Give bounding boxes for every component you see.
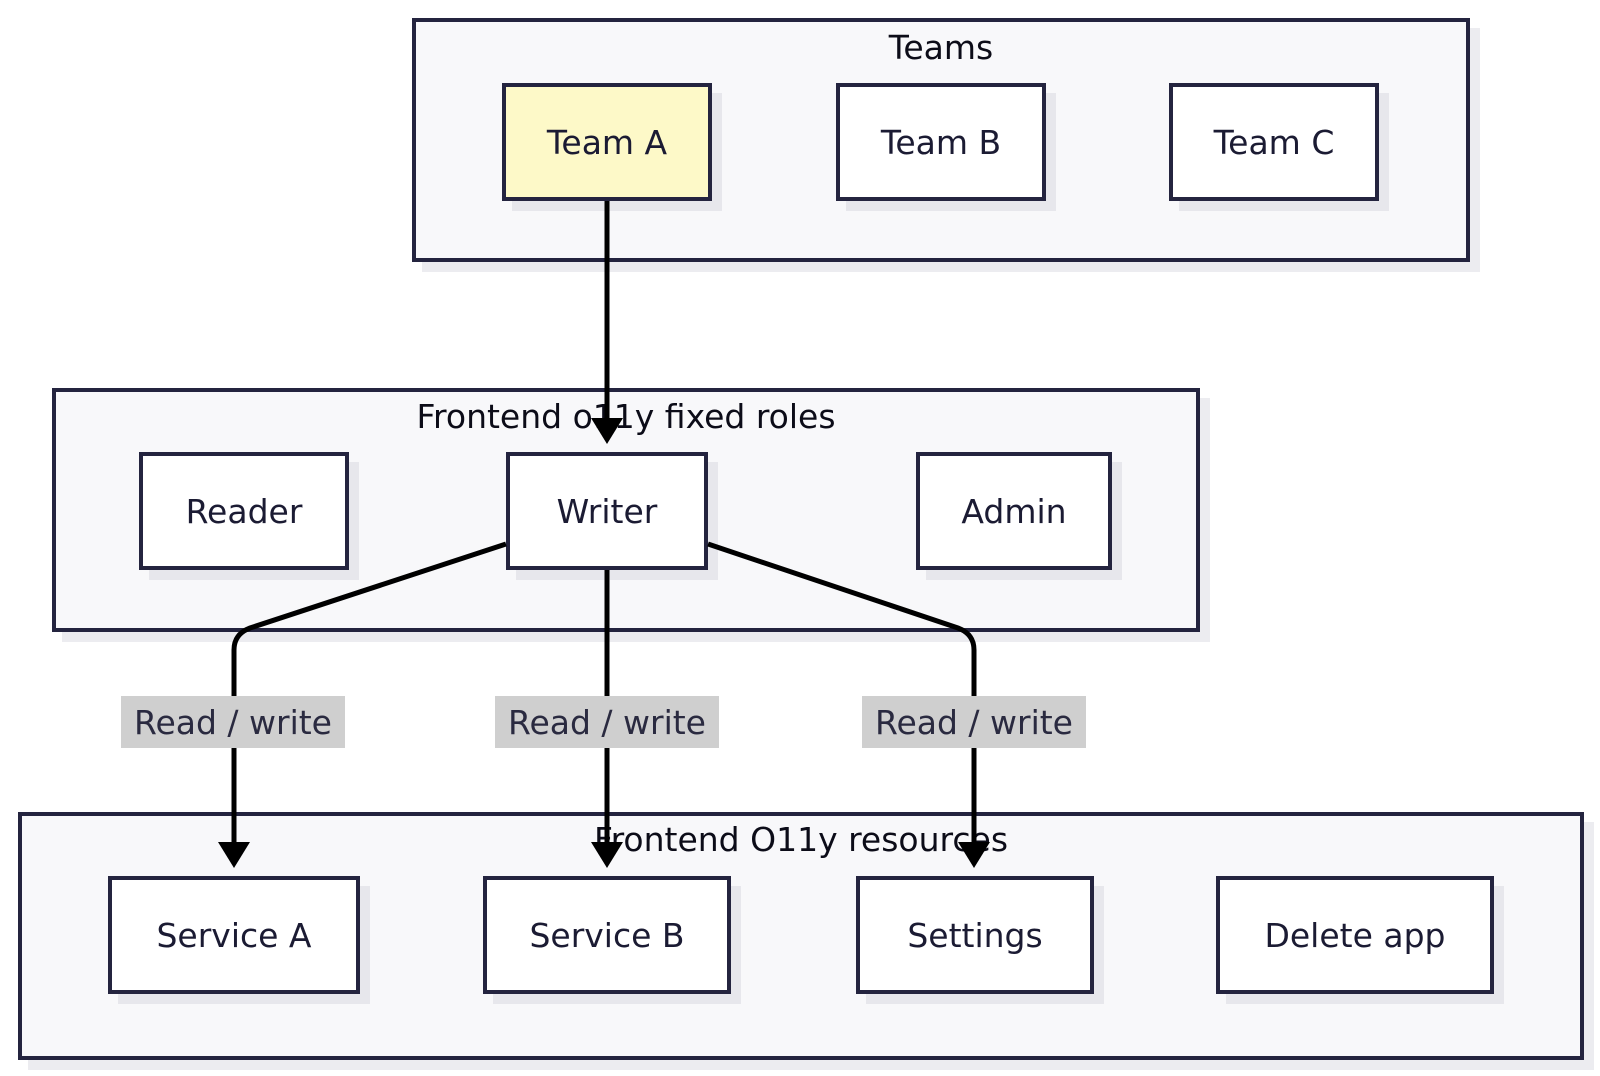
node-delete-app[interactable]: Delete app (1216, 876, 1494, 994)
teams-group-title: Teams (888, 28, 994, 67)
node-reader[interactable]: Reader (139, 452, 349, 570)
edge-writer-to-service-a (231, 541, 507, 842)
edge-team-a-to-writer-arrowhead (591, 418, 623, 444)
node-settings[interactable]: Settings (856, 876, 1094, 994)
node-service-a[interactable]: Service A (108, 876, 360, 994)
node-team-b[interactable]: Team B (836, 83, 1046, 201)
node-service-b[interactable]: Service B (483, 876, 731, 994)
resources-group-title: Frontend O11y resources (593, 820, 1009, 859)
edge-label-service-a: Read / write (121, 696, 345, 748)
node-writer[interactable]: Writer (506, 452, 708, 570)
roles-group-title: Frontend o11y fixed roles (416, 397, 836, 436)
edge-label-settings: Read / write (862, 696, 1086, 748)
node-team-a[interactable]: Team A (502, 83, 712, 201)
edge-writer-to-settings-arrowhead (958, 842, 990, 868)
node-admin[interactable]: Admin (916, 452, 1112, 570)
edge-label-service-b: Read / write (495, 696, 719, 748)
edge-writer-to-service-b-arrowhead (591, 842, 623, 868)
edge-writer-to-settings (707, 541, 977, 842)
edge-writer-to-service-a-arrowhead (218, 842, 250, 868)
node-team-c[interactable]: Team C (1169, 83, 1379, 201)
